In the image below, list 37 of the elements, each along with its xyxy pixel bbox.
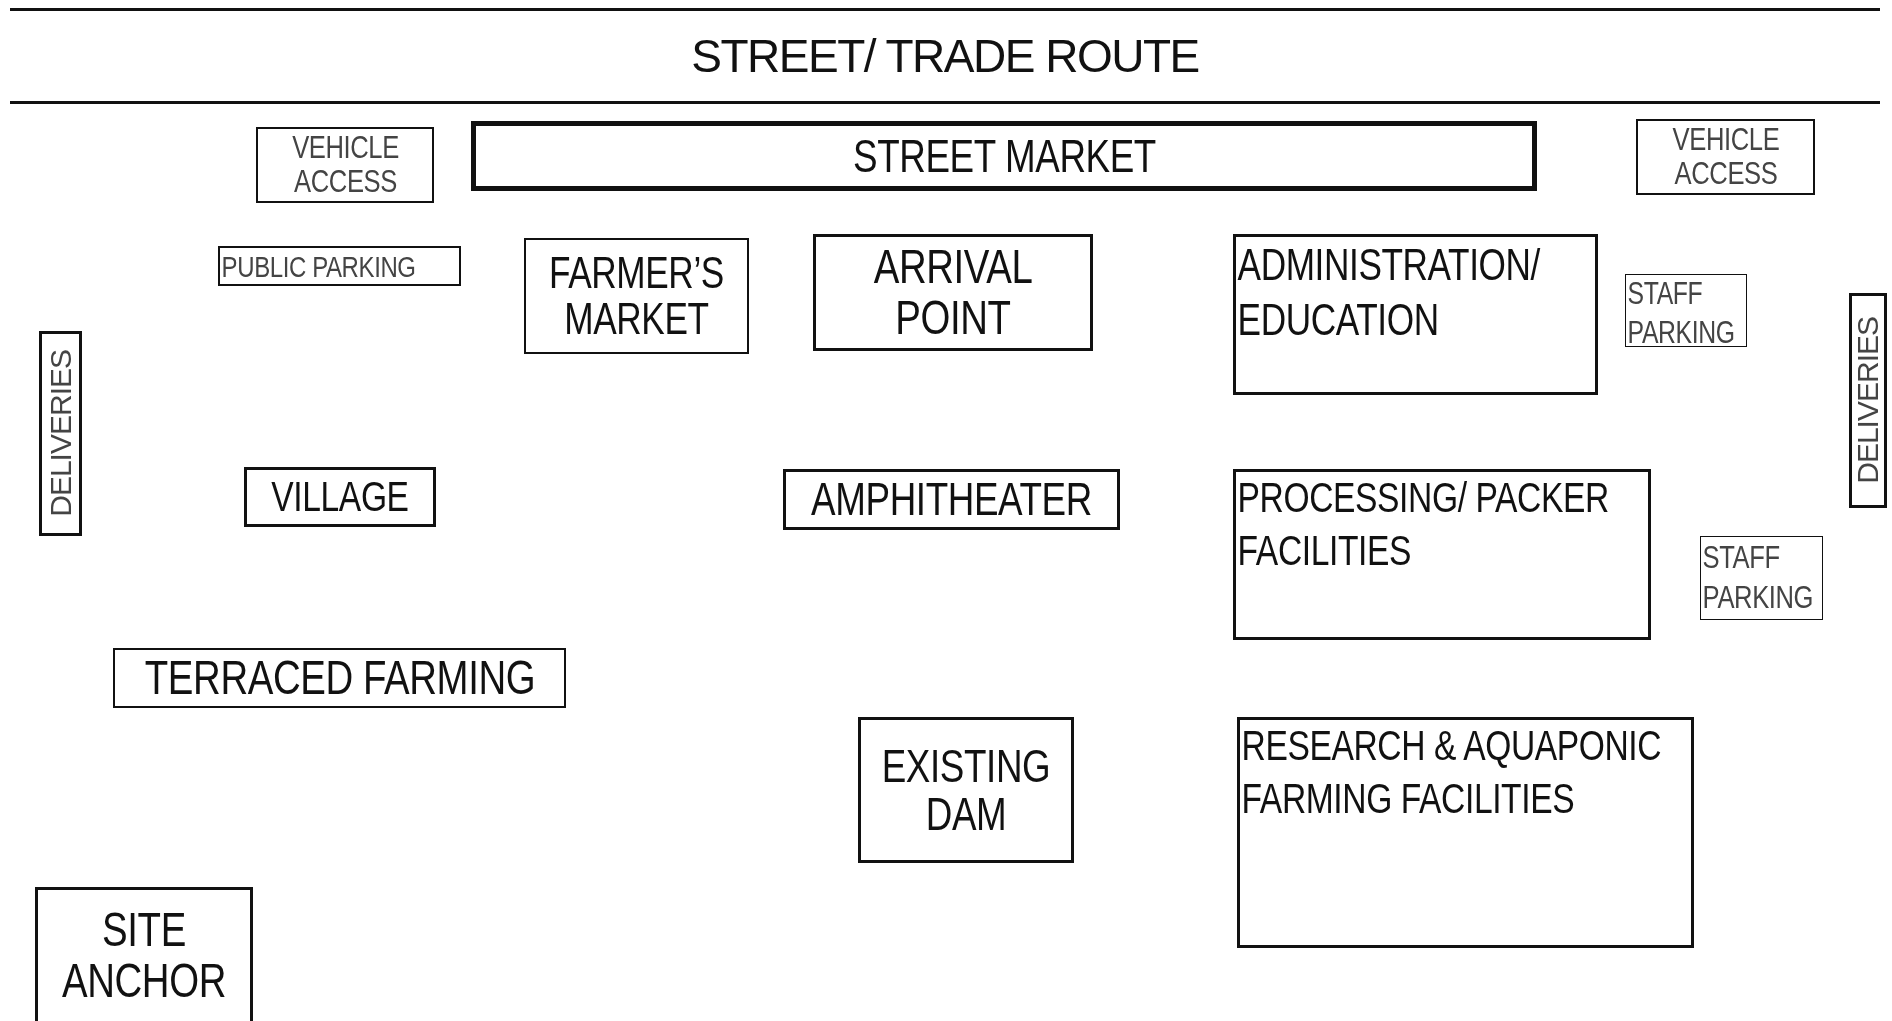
zone-label: FARMER’S MARKET [548, 249, 725, 343]
zone-label: EXISTING DAM [880, 741, 1052, 839]
zone-box [113, 648, 566, 708]
zone-label: ADMINISTRATION/ EDUCATION [1236, 239, 1542, 346]
zone-box [244, 467, 436, 527]
delivery-zone-box [1849, 293, 1887, 508]
zone-box [783, 469, 1120, 530]
zone-label: SITE ANCHOR [61, 905, 227, 1006]
zone-box [1237, 717, 1694, 948]
zone-box [35, 887, 253, 1021]
zone-box [813, 234, 1093, 351]
zone-label: DELIVERIES [1852, 317, 1884, 484]
zone-label: AMPHITHEATER [810, 475, 1093, 524]
zone-box [1233, 234, 1598, 395]
zone-box [1233, 469, 1651, 640]
street-label: STREET/ TRADE ROUTE [691, 31, 1199, 81]
zone-box [471, 121, 1537, 191]
zone-label: STAFF PARKING [1701, 538, 1813, 617]
zone-label: STAFF PARKING [1626, 275, 1736, 352]
zone-label: ARRIVAL POINT [872, 242, 1034, 343]
delivery-zone-box [39, 331, 82, 536]
zone-label: VEHICLE ACCESS [1671, 123, 1780, 191]
zone-box [256, 127, 434, 203]
zone-box [524, 238, 749, 354]
zone-label: DELIVERIES [44, 350, 77, 517]
zone-label: PROCESSING/ PACKER FACILITIES [1236, 473, 1610, 576]
zone-label: STREET MARKET [851, 131, 1157, 181]
zone-box [1636, 119, 1815, 195]
zone-box [858, 717, 1074, 863]
zone-box [218, 246, 461, 286]
zone-label: TERRACED FARMING [143, 652, 536, 704]
zone-label: VEHICLE ACCESS [290, 131, 400, 199]
zone-box [1625, 274, 1747, 347]
zone-label: RESEARCH & AQUAPONIC FARMING FACILITIES [1240, 721, 1663, 824]
street-band [10, 8, 1880, 104]
zone-label: VILLAGE [270, 474, 410, 520]
zone-label: PUBLIC PARKING [220, 249, 417, 285]
